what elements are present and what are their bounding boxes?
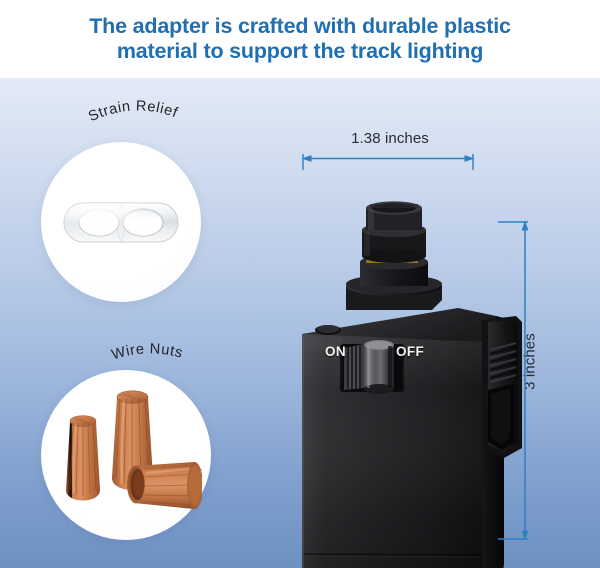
- wire-nut-front: [127, 462, 204, 509]
- callout-label-wire-nuts-text: Wire Nuts: [110, 341, 185, 363]
- headline-line-1: The adapter is crafted with durable plas…: [89, 14, 511, 38]
- callout-label-strain-relief-text: Strain Relief: [86, 98, 180, 125]
- header-banner: The adapter is crafted with durable plas…: [0, 0, 600, 78]
- wire-nut-left: [66, 415, 100, 501]
- track-light-adapter: [282, 158, 542, 568]
- dimension-width: 1.38 inches: [300, 130, 480, 170]
- strain-relief-grommet: [62, 198, 180, 246]
- main-illustration-panel: Strain Relief: [0, 78, 600, 568]
- dimension-width-label: 1.38 inches: [351, 130, 429, 147]
- switch-label-on: ON: [325, 344, 347, 359]
- headline-line-2: material to support the track lighting: [116, 39, 484, 63]
- adapter-body: [302, 308, 522, 568]
- wire-nuts-group: [52, 378, 204, 533]
- dimension-height: 3 inches: [498, 218, 556, 543]
- adapter-top-connector: [346, 201, 442, 310]
- adapter-power-switch: [340, 340, 404, 394]
- wire-nut-center: [112, 390, 153, 490]
- switch-label-off: OFF: [396, 344, 425, 359]
